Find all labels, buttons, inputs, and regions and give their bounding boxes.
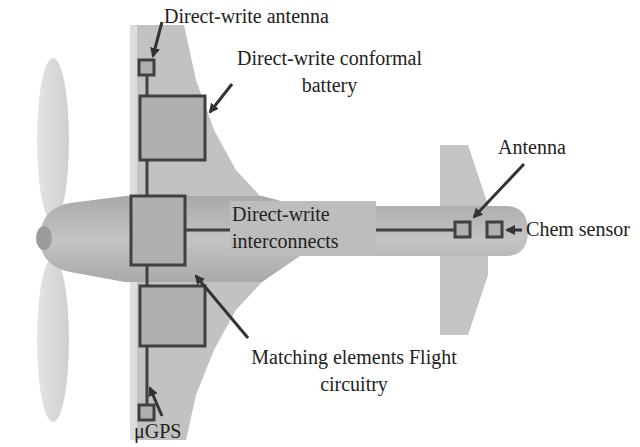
antenna-square <box>455 222 470 237</box>
callout-label: μGPS <box>134 418 214 445</box>
leader-arrow <box>153 22 162 56</box>
callout-label: Direct-write antenna <box>164 3 454 30</box>
sensor-square <box>487 222 502 237</box>
gps-square <box>139 405 154 420</box>
leader-arrow <box>474 164 524 217</box>
battery-box <box>140 96 205 160</box>
leader-arrow <box>150 388 162 416</box>
callout-label: Chem sensor <box>524 216 632 243</box>
callout-label: Matching elements Flight circuitry <box>248 344 460 398</box>
propeller-hub <box>36 226 52 250</box>
circuit-box <box>140 286 205 346</box>
callout-label: Direct-write conformal battery <box>232 45 427 99</box>
propeller-blade <box>37 258 69 422</box>
leader-arrow <box>507 229 522 232</box>
fuselage <box>40 196 528 282</box>
leader-arrow <box>210 84 232 112</box>
callout-label: Antenna <box>498 134 588 161</box>
leader-arrow <box>196 276 248 338</box>
antenna-square <box>139 60 154 75</box>
propeller-blade <box>37 58 69 222</box>
callout-label: Direct-write interconnects <box>230 201 376 255</box>
circuit-box <box>131 196 185 265</box>
